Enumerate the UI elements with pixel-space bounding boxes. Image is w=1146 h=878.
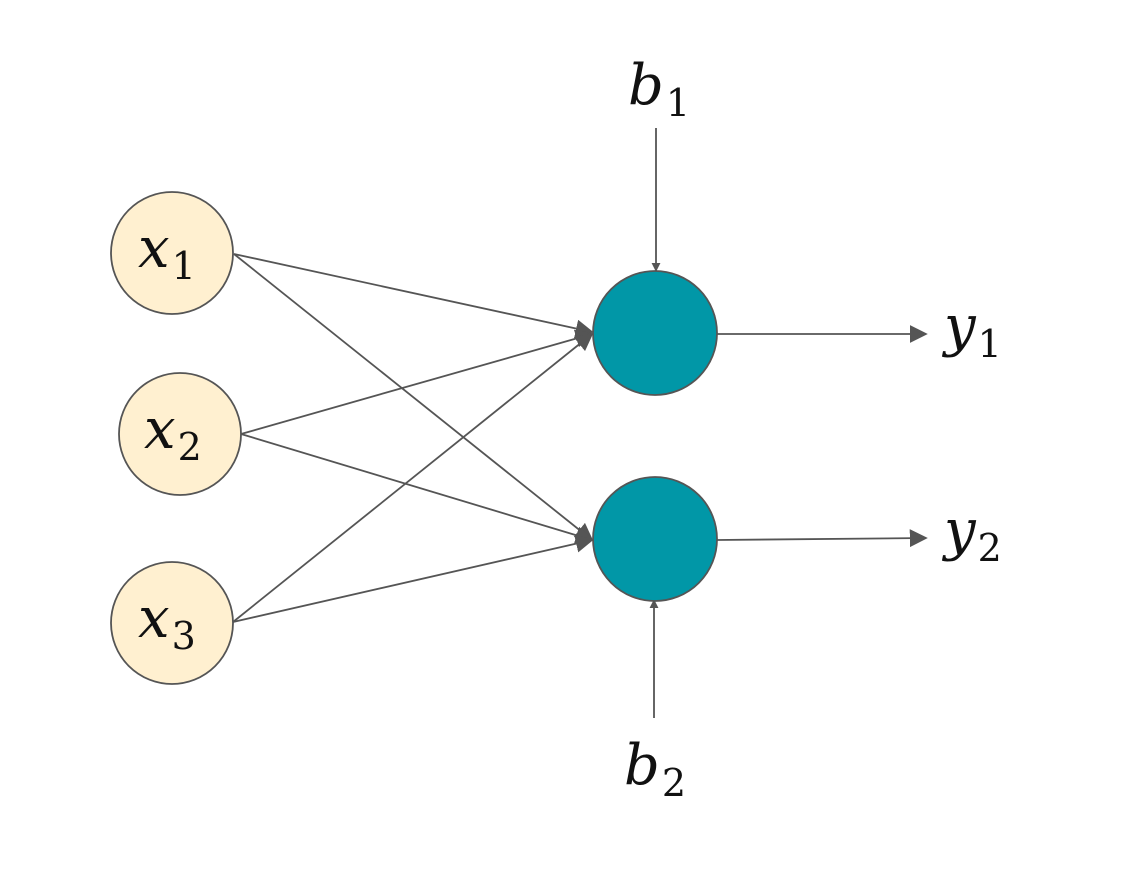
input-label-x1: x1 bbox=[138, 216, 196, 288]
edge-x3-to-neuron-2 bbox=[232, 534, 594, 623]
input-label-x2: x2 bbox=[144, 397, 202, 469]
input-node-x1 bbox=[110, 191, 234, 315]
bias-label-b2: b2 bbox=[624, 733, 686, 805]
input-node-x2 bbox=[118, 372, 242, 496]
edge-neuron-2-to-y2 bbox=[716, 529, 928, 548]
output-label-y2: y2 bbox=[941, 498, 1002, 570]
edge-x1-to-neuron-1 bbox=[233, 253, 594, 338]
neuron-node-1 bbox=[592, 270, 718, 396]
edge-x2-to-neuron-1 bbox=[240, 329, 594, 435]
output-label-y1: y1 bbox=[941, 294, 1002, 366]
edge-x1-to-neuron-2 bbox=[233, 253, 594, 542]
edge-x2-to-neuron-2 bbox=[240, 433, 594, 544]
neuron-node-2 bbox=[592, 476, 718, 602]
input-label-x3: x3 bbox=[138, 586, 196, 658]
bias-label-b1: b1 bbox=[628, 53, 690, 125]
input-node-x3 bbox=[110, 561, 234, 685]
edge-x3-to-neuron-1 bbox=[232, 332, 594, 623]
